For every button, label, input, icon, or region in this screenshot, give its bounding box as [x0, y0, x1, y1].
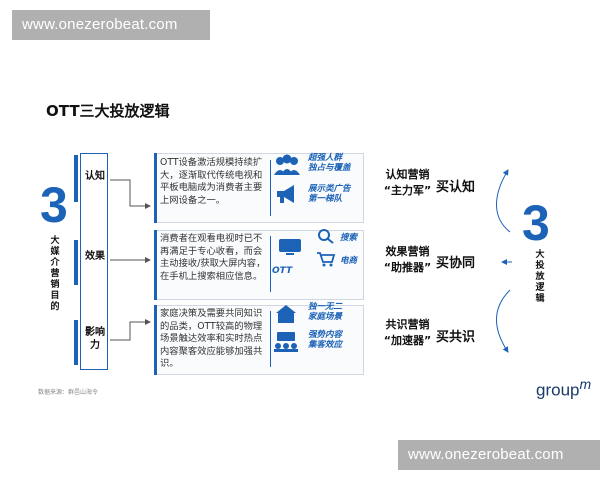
tag-ott: OTT: [272, 266, 293, 276]
logo-text: group: [536, 380, 580, 400]
house-icon: [276, 305, 296, 323]
principle-title-awareness: 认知营销: [385, 168, 430, 181]
right-vertical-label: 大投放逻辑: [535, 250, 545, 304]
tag-strong-crowd: 超强人群: [308, 153, 343, 163]
groupm-logo: groupm: [536, 376, 591, 401]
tag-search: 搜索: [340, 233, 358, 243]
megaphone-icon: [277, 185, 294, 203]
watermark-top: www.onezerobeat.com: [12, 10, 210, 40]
divider-2: [270, 236, 271, 292]
description-box-effect: [154, 230, 364, 300]
stage-column-frame: [80, 153, 108, 370]
principle-title-influence: 共识营销: [385, 318, 430, 331]
principle-subtitle-awareness: “主力军”: [383, 184, 432, 197]
stage-label-effect: 效果: [85, 251, 105, 262]
divider-1: [270, 160, 271, 216]
tag-strong-content: 强势内容: [308, 330, 343, 340]
search-icon: [318, 229, 334, 244]
tag-exclusive-coverage: 独占与覆盖: [308, 163, 351, 173]
tag-ecommerce: 电商: [340, 256, 358, 266]
left-vertical-label: 大媒介营销目的: [50, 236, 60, 312]
tag-first-tier: 第一梯队: [308, 194, 343, 204]
principle-subtitle-influence: “加速器”: [383, 334, 432, 347]
divider-3: [270, 311, 271, 367]
watermark-bottom: www.onezerobeat.com: [398, 440, 600, 470]
page-title: OTT三大投放逻辑: [46, 102, 170, 120]
tag-aggregation-effect: 集客效应: [308, 340, 343, 350]
description-box-influence: [154, 305, 364, 375]
tv-icon: [279, 239, 301, 255]
result-buy-consensus: 买共识: [436, 330, 476, 345]
source-note: 数据来源：群邑山海令: [38, 389, 99, 396]
cart-icon: [317, 252, 336, 267]
description-awareness: OTT设备激活规模持续扩大，逐渐取代传统电视和平板电脑成为消费者主要上网设备之一…: [160, 157, 263, 206]
stage-bar-1: [74, 155, 78, 202]
people-group-icon: [274, 154, 300, 175]
result-buy-awareness: 买认知: [436, 180, 476, 195]
result-buy-synergy: 买协同: [436, 256, 476, 271]
principle-title-effect: 效果营销: [385, 245, 430, 258]
left-number: 3: [40, 177, 68, 233]
stage-bar-3: [74, 320, 78, 365]
tag-family-scene: 家庭场景: [308, 312, 343, 322]
stage-label-awareness: 认知: [85, 171, 105, 182]
description-influence: 家庭决策及需要共同知识的品类，OTT较高的物理场景触达效率和实时热点内容聚客效应…: [160, 308, 263, 369]
logo-mark: m: [579, 376, 592, 392]
stage-bar-2: [74, 240, 78, 285]
description-effect: 消费者在观看电视时已不再满足于专心收看，而会主动接收/获取大屏内容，在手机上搜索…: [160, 233, 266, 282]
description-box-awareness: [154, 153, 364, 223]
tag-display-ads: 展示类广告: [308, 184, 351, 194]
stage-label-influence: 影响力: [85, 327, 105, 351]
audience-icon: [274, 332, 298, 352]
tag-unique: 独一无二: [308, 302, 343, 312]
right-number: 3: [522, 195, 550, 251]
principle-subtitle-effect: “助推器”: [383, 261, 432, 274]
